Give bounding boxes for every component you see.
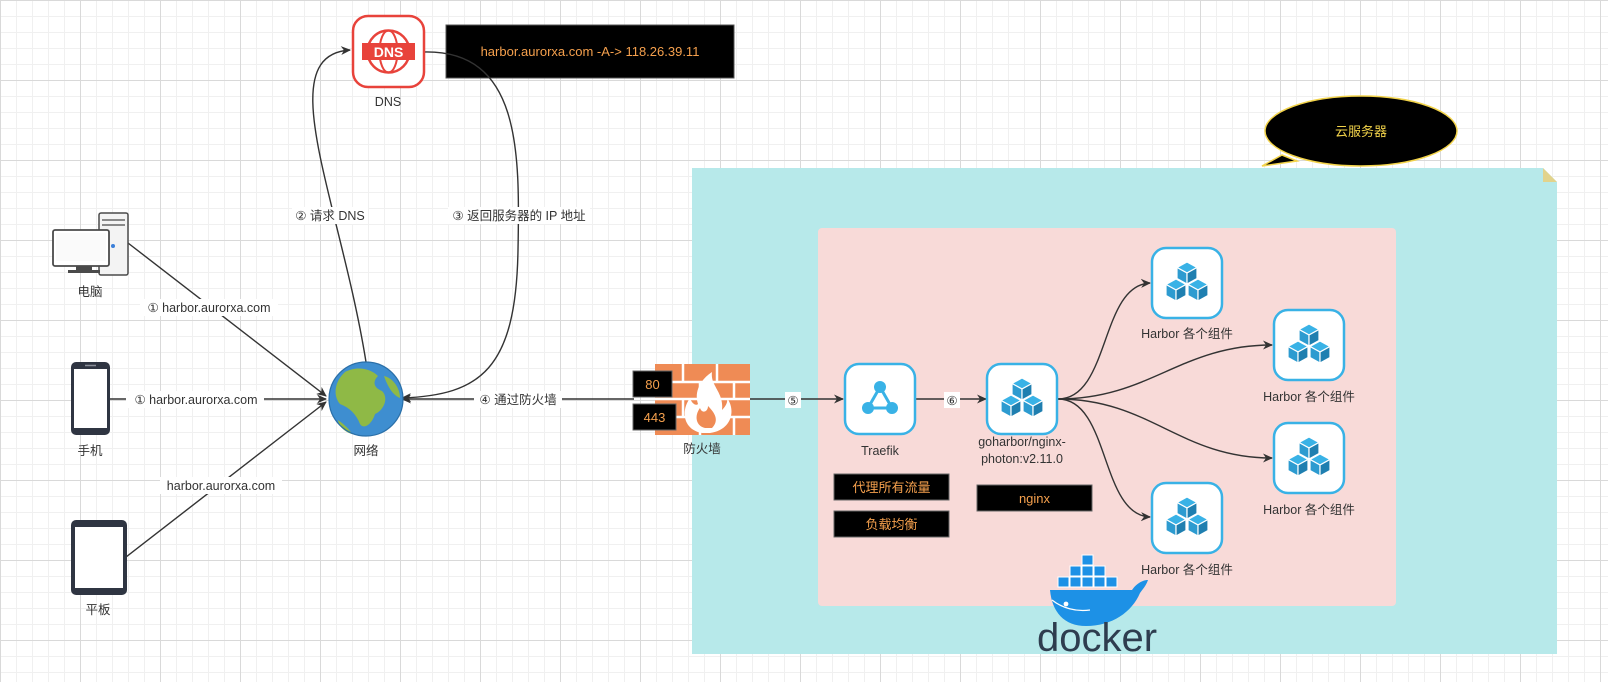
desktop-label: 电脑 <box>77 285 102 299</box>
dns-record-box: harbor.aurorxa.com -A-> 118.26.39.11 <box>445 24 735 79</box>
desktop-node[interactable]: 电脑 <box>52 212 129 299</box>
harbor-component-3[interactable]: Harbor 各个组件 <box>1263 421 1355 517</box>
harbor-component-1-label: Harbor 各个组件 <box>1141 326 1233 341</box>
docker-host-region <box>818 228 1396 606</box>
cloud-server-callout-text: 云服务器 <box>1335 124 1387 139</box>
harbor-component-4-label: Harbor 各个组件 <box>1141 562 1233 577</box>
docker-logo: docker <box>1037 554 1157 660</box>
edge-nginx-harbor-3 <box>1057 398 1273 463</box>
firewall-label: 防火墙 <box>683 441 721 456</box>
traefik-icon <box>843 362 917 436</box>
harbor-component-2[interactable]: Harbor 各个组件 <box>1263 308 1355 404</box>
edge-label-tablet: harbor.aurorxa.com <box>167 479 275 493</box>
container-cube-icon <box>985 362 1059 436</box>
harbor-component-2-label: Harbor 各个组件 <box>1263 389 1355 404</box>
cloud-server-callout: 云服务器 <box>1261 95 1458 167</box>
harbor-component-3-label: Harbor 各个组件 <box>1263 502 1355 517</box>
docker-whale-icon <box>1050 554 1148 626</box>
container-cube-icon <box>1150 246 1224 320</box>
dns-logo-text: DNS <box>374 44 404 60</box>
dns-record-text: harbor.aurorxa.com -A-> 118.26.39.11 <box>481 44 700 59</box>
edge-label-request-dns: ② 请求 DNS <box>295 209 365 223</box>
edge-network-dns <box>312 46 367 363</box>
container-cube-icon <box>1272 421 1346 495</box>
nginx-note: nginx <box>976 484 1093 512</box>
container-cube-icon <box>1150 481 1224 555</box>
edge-nginx-harbor-1 <box>1057 278 1151 400</box>
phone-node[interactable]: 手机 <box>71 362 110 458</box>
tablet-node[interactable]: 平板 <box>71 520 127 617</box>
edge-nginx-harbor-4 <box>1057 398 1151 522</box>
edge-label-phone: ① harbor.aurorxa.com <box>134 393 257 407</box>
edge-label-step6: ⑥ <box>946 394 957 408</box>
edge-dns-network <box>401 51 520 403</box>
port-443-badge: 443 <box>632 403 677 431</box>
globe-icon <box>328 361 404 437</box>
tablet-label: 平板 <box>85 603 111 617</box>
port-80-text: 80 <box>645 377 659 392</box>
mobile-phone-icon <box>71 362 110 435</box>
desktop-computer-icon <box>52 212 129 276</box>
firewall-node[interactable]: 80 443 防火墙 <box>632 364 750 456</box>
nginx-label-line2: photon:v2.11.0 <box>981 452 1063 466</box>
port-443-text: 443 <box>644 410 666 425</box>
port-80-badge: 80 <box>632 370 673 398</box>
dns-node[interactable]: DNS DNS <box>351 14 426 109</box>
edge-label-via-firewall: ④ 通过防火墙 <box>479 392 556 407</box>
edge-label-desktop: ① harbor.aurorxa.com <box>147 301 270 315</box>
nginx-note-text: nginx <box>1019 491 1051 506</box>
traefik-note-proxy: 代理所有流量 <box>833 473 950 501</box>
nginx-label-line1: goharbor/nginx- <box>978 435 1066 449</box>
traefik-note-proxy-text: 代理所有流量 <box>852 480 930 495</box>
edge-label-step5: ⑤ <box>787 394 798 408</box>
harbor-component-4[interactable]: Harbor 各个组件 <box>1141 481 1233 577</box>
dns-label: DNS <box>375 95 401 109</box>
traefik-node[interactable]: Traefik <box>843 362 917 458</box>
nginx-node[interactable]: goharbor/nginx- photon:v2.11.0 <box>978 362 1066 466</box>
phone-label: 手机 <box>77 444 103 458</box>
harbor-component-1[interactable]: Harbor 各个组件 <box>1141 246 1233 341</box>
edge-label-return-ip: ③ 返回服务器的 IP 地址 <box>452 208 586 223</box>
edge-nginx-harbor-2 <box>1057 340 1273 400</box>
tablet-icon <box>71 520 127 595</box>
container-cube-icon <box>1272 308 1346 382</box>
traefik-note-lb: 负载均衡 <box>833 510 950 538</box>
docker-logo-text: docker <box>1037 616 1157 660</box>
dns-logo-icon: DNS <box>351 14 426 89</box>
edge-desktop-network <box>127 242 327 397</box>
traefik-note-lb-text: 负载均衡 <box>865 517 917 532</box>
network-node[interactable]: 网络 <box>328 361 404 458</box>
traefik-label: Traefik <box>861 444 899 458</box>
network-label: 网络 <box>353 443 379 458</box>
